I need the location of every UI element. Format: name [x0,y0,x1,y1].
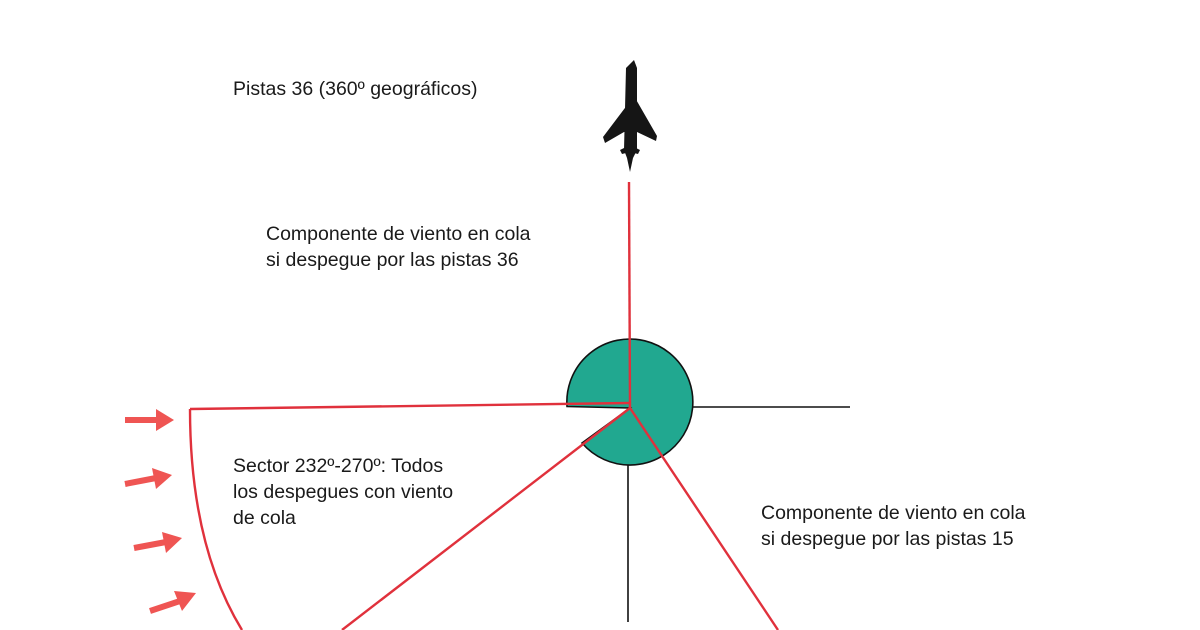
wind-arrow-icon [133,532,182,553]
sector-232-line [341,407,631,630]
wind-arrow-icon [125,409,174,431]
sector-line-3: de cola [233,507,296,529]
sector-line-2: los despegues con viento [233,481,454,503]
tailwind-15-line-1: Componente de viento en cola [761,502,1026,524]
sector-label: Sector 232º-270º: Todos los despegues co… [233,453,453,531]
sector-arc [188,408,244,630]
runway-36-line [627,181,632,409]
sector-270-line [189,401,631,411]
tailwind-15-label: Componente de viento en cola si despegue… [761,500,1026,552]
airplane-icon [603,60,657,172]
wind-arrow-icon [149,591,196,614]
sector-line-1: Sector 232º-270º: Todos [233,455,444,477]
tailwind-36-label: Componente de viento en cola si despegue… [266,221,531,273]
tailwind-15-line-2: si despegue por las pistas 15 [761,528,1014,550]
wind-arrow-icon [124,468,172,489]
runway-15-line [629,407,779,630]
tailwind-36-line-2: si despegue por las pistas 36 [266,249,519,271]
diagram-title: Pistas 36 (360º geográficos) [233,78,478,100]
tailwind-36-line-1: Componente de viento en cola [266,223,531,245]
